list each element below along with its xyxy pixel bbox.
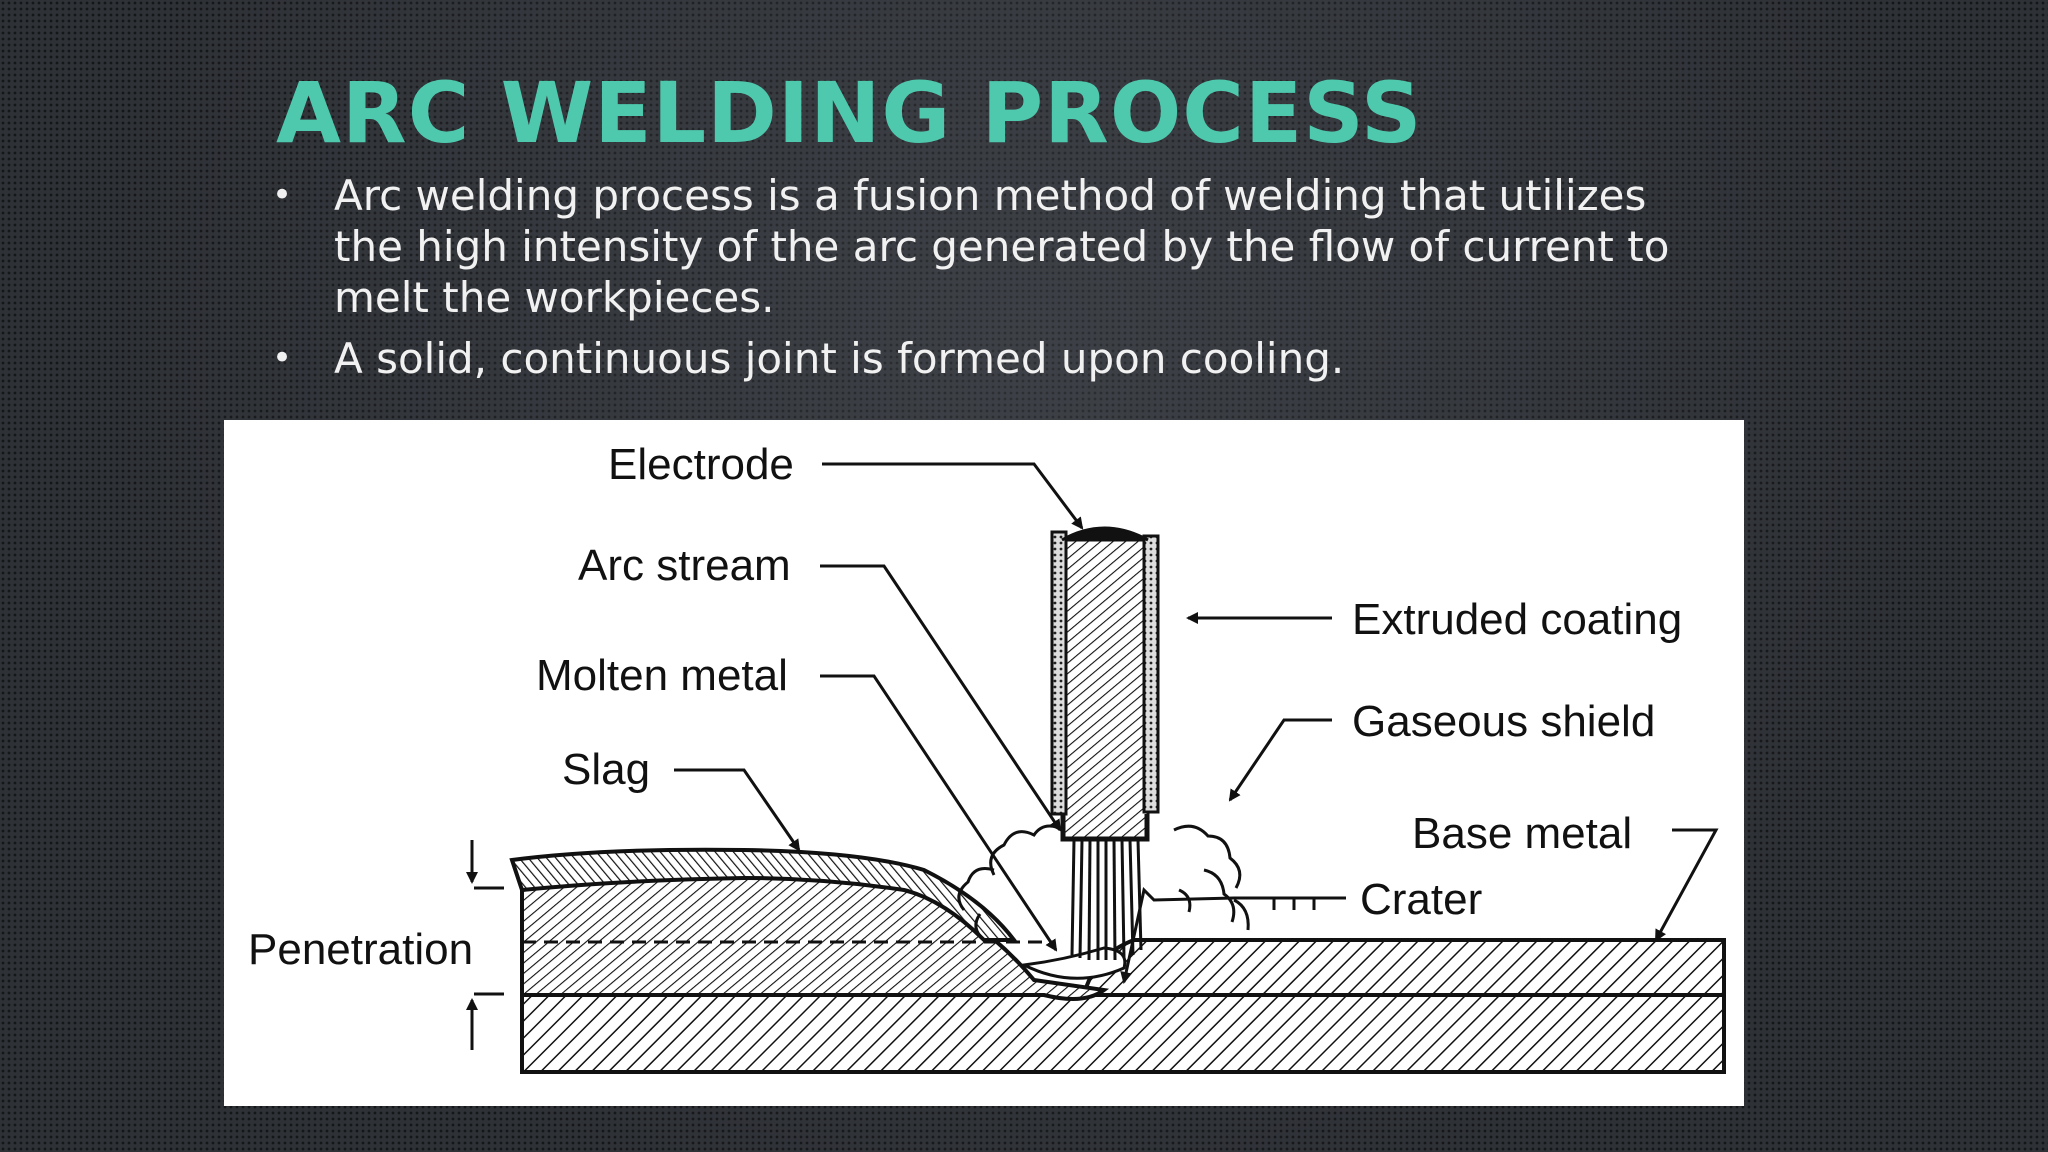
bullet-text: Arc welding process is a fusion method o… — [334, 171, 1670, 322]
bullet-text: A solid, continuous joint is formed upon… — [334, 334, 1345, 383]
crater-pool — [1018, 946, 1127, 980]
label-electrode: Electrode — [608, 440, 794, 489]
gaseous-shield-clouds — [957, 824, 1250, 942]
electrode-coating-right — [1142, 534, 1160, 814]
label-extruded-coating: Extruded coating — [1352, 595, 1682, 644]
electrode-tip — [1062, 814, 1148, 840]
label-arc-stream: Arc stream — [578, 541, 791, 590]
label-gaseous-shield: Gaseous shield — [1352, 697, 1655, 746]
diagram-svg: Electrode Arc stream Molten metal Slag P… — [248, 440, 1726, 1074]
label-crater: Crater — [1360, 875, 1482, 924]
label-base-metal: Base metal — [1412, 809, 1632, 858]
arc-welding-diagram: Electrode Arc stream Molten metal Slag P… — [224, 420, 1744, 1106]
electrode-top — [1061, 526, 1149, 542]
bullet-list: • Arc welding process is a fusion method… — [272, 170, 1712, 394]
arc-stream-lines — [1070, 839, 1143, 961]
bullet-icon: • — [272, 338, 293, 378]
bullet-item: • A solid, continuous joint is formed up… — [272, 333, 1712, 384]
slag-layer — [509, 847, 1019, 942]
label-penetration: Penetration — [248, 925, 473, 974]
label-molten-metal: Molten metal — [536, 651, 788, 700]
bullet-item: • Arc welding process is a fusion method… — [272, 170, 1712, 323]
electrode-core — [1060, 538, 1150, 842]
bullet-icon: • — [272, 175, 293, 215]
electrode-coating-left — [1050, 530, 1068, 816]
leader-lines — [466, 462, 1719, 1050]
label-slag: Slag — [562, 745, 650, 794]
base-metal-plate — [520, 993, 1726, 1074]
base-metal-right — [1081, 938, 1726, 997]
slide-title: ARC WELDING PROCESS — [276, 64, 1423, 162]
